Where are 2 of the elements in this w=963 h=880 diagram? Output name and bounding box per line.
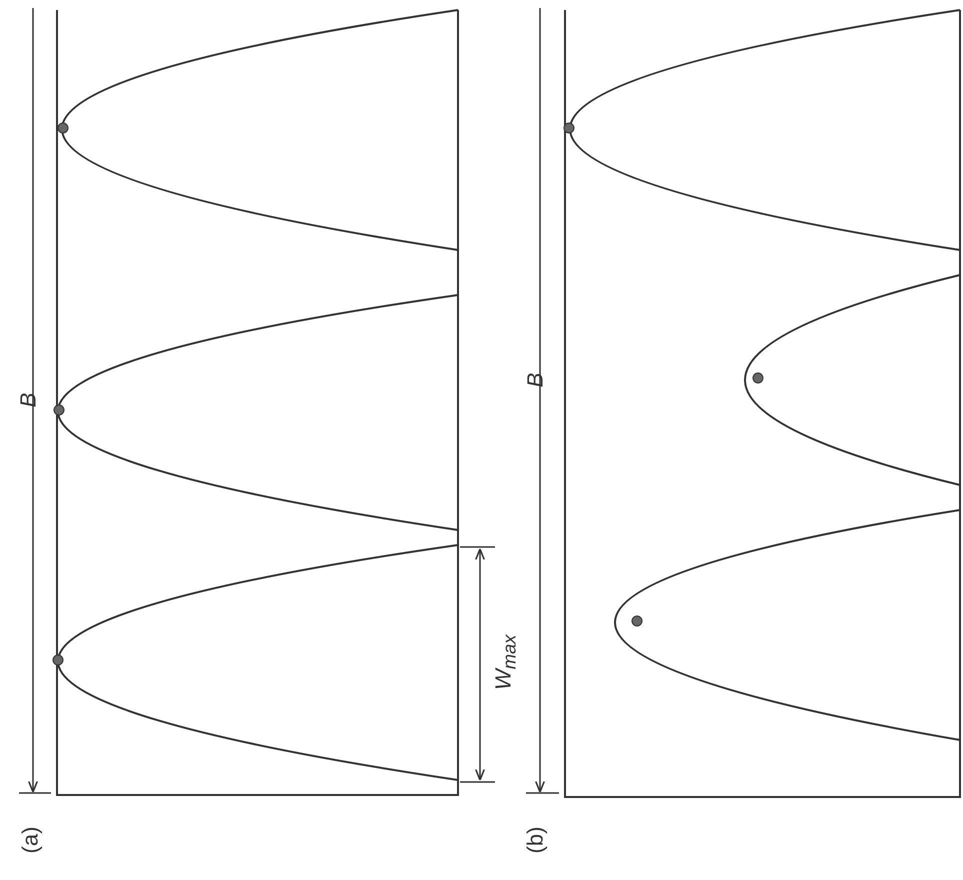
panel-label: (b) xyxy=(524,826,546,854)
panel-label: (a) xyxy=(18,826,41,854)
